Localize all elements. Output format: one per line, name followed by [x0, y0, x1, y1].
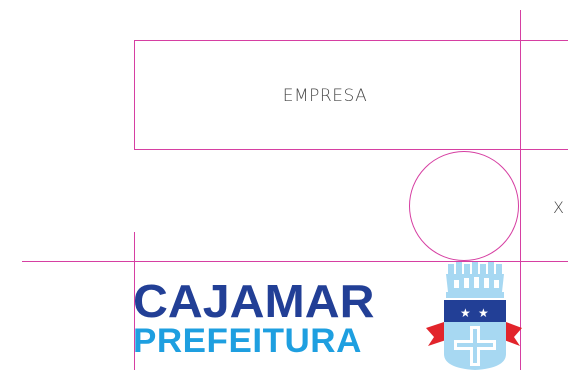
shield-band [444, 300, 506, 322]
ribbon-left [426, 322, 446, 346]
guide-vertical-left [134, 232, 135, 370]
svg-text:★: ★ [460, 306, 471, 320]
unit-label: X [553, 198, 564, 217]
company-box [134, 40, 568, 150]
coat-of-arms-icon: ★ ★ [426, 262, 522, 370]
unit-circle [409, 151, 519, 261]
company-label: EMPRESA [282, 86, 368, 106]
guide-vertical-right [520, 10, 521, 370]
logo-wordmark-prefeitura: PREFEITURA [133, 322, 362, 360]
svg-text:★: ★ [478, 306, 489, 320]
ribbon-right [504, 322, 522, 346]
logo-wordmark-cajamar: CAJAMAR [133, 275, 375, 327]
guide-horizontal-bottom [22, 261, 568, 262]
